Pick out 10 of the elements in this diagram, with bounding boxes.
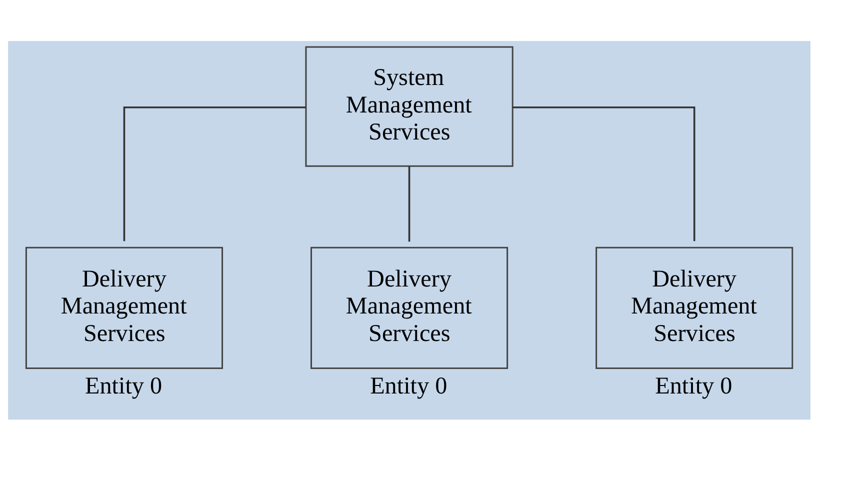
node-box: Delivery Management Services [310,246,508,370]
node-box: Delivery Management Services [25,246,224,370]
node-label: Entity 0 [85,372,162,400]
node-label: Entity 0 [370,372,448,400]
node-box: Delivery Management Services [596,246,794,370]
connector [408,166,410,242]
node-box: System Management Services [305,46,514,167]
connector [123,106,306,242]
connector [512,106,696,242]
node-label: Entity 0 [655,372,732,400]
